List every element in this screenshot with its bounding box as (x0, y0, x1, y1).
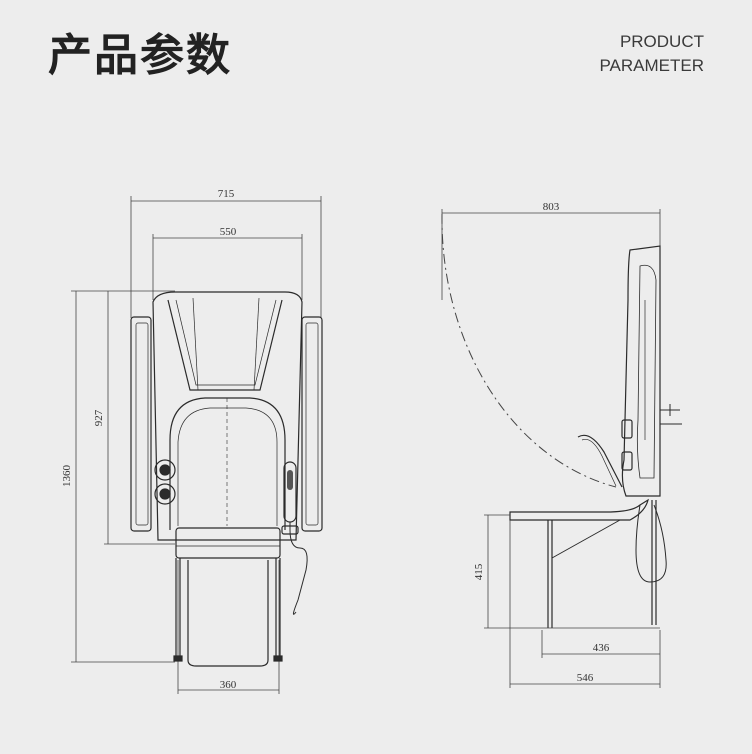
backrest-cushion (169, 397, 286, 530)
dimension-total-depth (509, 520, 660, 688)
dim-label-360: 360 (220, 679, 237, 691)
folded-headrest (577, 434, 623, 488)
dim-label-1360: 1360 (61, 465, 73, 488)
dim-label-715: 715 (218, 188, 235, 200)
page-subtitle: PRODUCT PARAMETER (599, 30, 704, 78)
right-side-panel (301, 316, 323, 532)
control-knob-lower (154, 483, 176, 505)
dim-label-415: 415 (473, 563, 485, 580)
side-view: 803 415 436 (441, 201, 682, 688)
dimension-leg-depth (541, 630, 661, 688)
dim-label-927: 927 (93, 409, 105, 426)
subtitle-line-1: PRODUCT (619, 32, 704, 51)
shower-hose (289, 522, 308, 615)
seat-board (175, 527, 281, 559)
front-view: 715 550 1360 927 360 (61, 188, 323, 694)
swing-arc (441, 213, 617, 488)
subtitle-line-2: PARAMETER (599, 56, 704, 75)
dimension-seat-width (177, 560, 280, 694)
left-side-panel (130, 316, 152, 532)
headrest (167, 299, 283, 391)
dim-label-546: 546 (577, 672, 594, 684)
front-leg-side (547, 520, 553, 628)
rear-leg-side (651, 500, 657, 625)
valve-upper (621, 419, 633, 439)
backrest-frame (152, 291, 303, 541)
dim-label-436: 436 (593, 642, 610, 654)
basin (187, 560, 269, 667)
valve-lower (621, 451, 633, 471)
dimension-swing-radius (441, 209, 661, 300)
dimension-overall-height (71, 290, 175, 663)
dimension-inner-width (152, 234, 303, 300)
shower-hose-side (635, 504, 667, 583)
seat-side (509, 498, 649, 521)
wall-unit (621, 245, 661, 497)
dimension-seat-height (484, 514, 660, 629)
pipe-fittings (660, 404, 682, 425)
control-knob-upper (154, 459, 176, 481)
dimension-overall-width (130, 196, 322, 318)
dim-label-550: 550 (220, 226, 237, 238)
page-title: 产品参数 (48, 30, 232, 81)
dim-label-803: 803 (543, 201, 560, 213)
dimension-back-height (104, 291, 175, 545)
